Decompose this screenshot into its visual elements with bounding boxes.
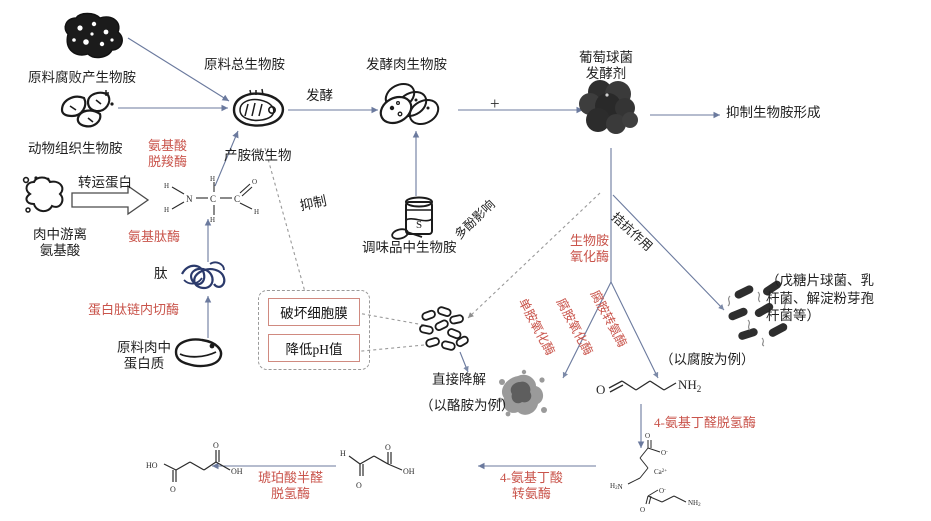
svg-text:Ca2+: Ca2+ xyxy=(654,468,667,476)
label-fermentation: 发酵 xyxy=(306,88,333,103)
svg-text:O: O xyxy=(640,506,645,514)
label-staph-starter: 葡萄球菌 发酵剂 xyxy=(579,50,633,82)
svg-text:N: N xyxy=(186,194,193,204)
spoiled-meat-icon xyxy=(64,12,123,59)
enzyme-aminobutyrate-transaminase: 4-氨基丁酸 转氨酶 xyxy=(500,470,563,501)
label-plus: + xyxy=(490,94,500,113)
label-amine-producing-microbes: 产胺微生物 xyxy=(224,148,292,163)
svg-text:H: H xyxy=(210,175,215,183)
label-putrescine-example: （以腐胺为例） xyxy=(660,352,755,367)
label-inhibition: 抑制 xyxy=(298,193,329,214)
label-inhibit-formation: 抑制生物胺形成 xyxy=(726,105,821,120)
enzyme-amino-acid-decarboxylase: 氨基酸 脱羧酶 xyxy=(148,138,188,169)
svg-text:O: O xyxy=(645,432,650,440)
label-transport-protein: 转运蛋白 xyxy=(78,175,132,190)
enzyme-monoamine-oxidase: 单胺氧化酶 xyxy=(515,296,558,358)
svg-text:H: H xyxy=(164,182,169,190)
label-peptide: 肽 xyxy=(154,266,168,281)
enzyme-amine-oxidase: 生物胺 氧化酶 xyxy=(570,233,610,264)
label-raw-total-amines: 原料总生物胺 xyxy=(204,57,285,72)
svg-text:S: S xyxy=(416,219,422,231)
inhibition-mechanism-group xyxy=(258,290,370,370)
label-spoilage-amines: 原料腐败产生物胺 xyxy=(28,70,136,85)
peptide-icon xyxy=(181,261,226,290)
free-amino-acid-icon xyxy=(22,176,64,213)
svg-text:OH: OH xyxy=(403,467,415,476)
svg-text:O: O xyxy=(252,178,257,186)
label-polyphenol-effect: 多酚影响 xyxy=(452,197,498,243)
svg-text:C: C xyxy=(234,194,240,204)
box-lower-ph: 降低pH值 xyxy=(268,334,360,362)
label-animal-tissue-amines: 动物组织生物胺 xyxy=(28,141,123,156)
staphylococcus-icon xyxy=(579,80,638,134)
svg-text:H: H xyxy=(254,208,259,216)
seasoning-jar-icon: S xyxy=(391,196,433,240)
label-free-amino-acids: 肉中游离 氨基酸 xyxy=(33,227,87,259)
svg-text:O: O xyxy=(170,485,176,494)
box-destroy-membrane: 破坏细胞膜 xyxy=(268,298,360,326)
enzyme-protein-endopeptidase: 蛋白肽链内切酶 xyxy=(88,302,180,317)
enzyme-putrescine-oxidase: 腐胺氧化酶 xyxy=(553,296,596,358)
label-seasoning-amines: 调味品中生物胺 xyxy=(362,240,457,255)
amine-producing-microbe-cluster-icon xyxy=(419,306,469,351)
svg-text:H2N: H2N xyxy=(610,482,623,491)
label-raw-meat-protein: 原料肉中 蛋白质 xyxy=(117,340,171,372)
svg-text:NH2: NH2 xyxy=(678,377,701,394)
svg-text:O: O xyxy=(356,481,362,490)
svg-text:O-: O- xyxy=(659,487,666,495)
label-tyramine-example: （以酪胺为例） xyxy=(420,398,515,413)
svg-text:H: H xyxy=(164,206,169,214)
svg-text:C: C xyxy=(210,194,216,204)
enzyme-succinate-semialdehyde-dehydrogenase: 琥珀酸半醛 脱氢酶 xyxy=(258,470,324,501)
label-fermented-meat-amines: 发酵肉生物胺 xyxy=(366,57,447,72)
svg-text:O: O xyxy=(596,382,605,397)
enzyme-aminobutyraldehyde-dehydrogenase: 4-氨基丁醛脱氢酶 xyxy=(654,415,756,430)
svg-text:O-: O- xyxy=(661,449,668,457)
svg-text:H: H xyxy=(340,449,346,458)
svg-text:OH: OH xyxy=(231,467,243,476)
enzyme-aminopeptidase: 氨基肽酶 xyxy=(128,229,181,244)
label-antagonism: 拮抗作用 xyxy=(608,210,656,254)
svg-text:O: O xyxy=(213,441,219,450)
svg-text:NH2: NH2 xyxy=(688,499,701,508)
enzyme-putrescine-transaminase: 腐胺转氨酶 xyxy=(587,288,630,350)
animal-tissue-icon xyxy=(60,90,114,128)
raw-total-amines-icon xyxy=(232,88,285,127)
label-lab-species: （戊糖片球菌、乳 杆菌、解淀粉芽孢 杆菌等） xyxy=(766,273,874,324)
svg-text:HO: HO xyxy=(146,461,158,470)
svg-text:O: O xyxy=(385,443,391,452)
sausage-slices-icon xyxy=(379,83,440,125)
svg-text:H: H xyxy=(210,216,215,224)
label-direct-degradation: 直接降解 xyxy=(432,372,486,387)
